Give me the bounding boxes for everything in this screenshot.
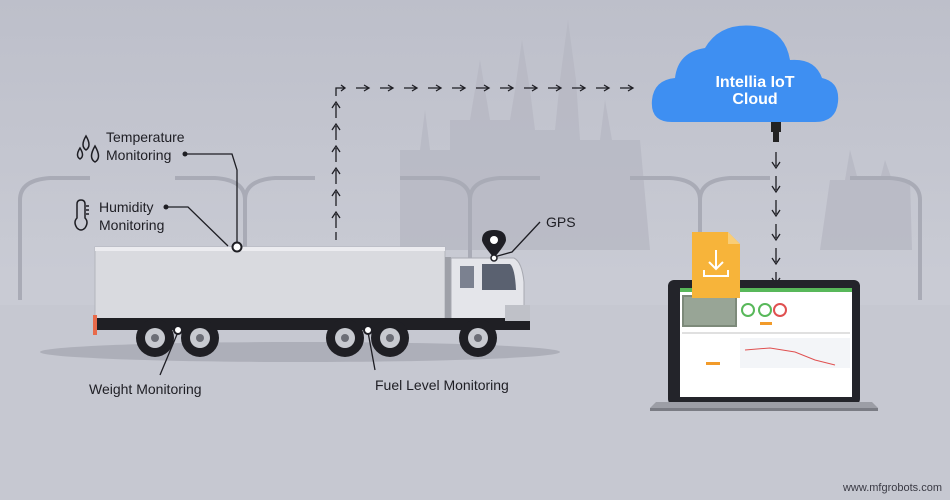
humidity-label-line1: Humidity <box>99 199 154 215</box>
laptop-icon <box>650 280 878 411</box>
gps-label: GPS <box>546 214 576 230</box>
connector-dots <box>163 151 188 210</box>
cloud-title-line2: Cloud <box>732 91 778 108</box>
gps-pin-icon <box>482 230 506 262</box>
watermark: www.mfgrobots.com <box>842 482 942 494</box>
temperature-label-line1: Temperature <box>106 129 185 145</box>
download-file-icon <box>692 232 740 298</box>
city-silhouette <box>400 20 912 250</box>
fuel-label: Fuel Level Monitoring <box>375 377 509 393</box>
truck-wheels <box>136 319 497 357</box>
data-flow-arrows <box>331 84 781 286</box>
cloud-title-line1: Intellia IoT <box>715 74 795 91</box>
humidity-label-line2: Monitoring <box>99 217 165 233</box>
cloud-title: Intellia IoT Cloud <box>690 74 820 108</box>
connector-lines <box>159 153 541 376</box>
cloud-icon <box>651 25 839 142</box>
droplets-icon <box>76 134 100 163</box>
sensor-points <box>173 241 373 335</box>
weight-label: Weight Monitoring <box>89 381 202 397</box>
thermometer-icon <box>74 199 89 231</box>
temperature-label-line2: Monitoring <box>106 147 172 163</box>
street-lamps <box>18 176 922 300</box>
cargo-box <box>94 246 446 321</box>
cab-window <box>482 264 516 290</box>
